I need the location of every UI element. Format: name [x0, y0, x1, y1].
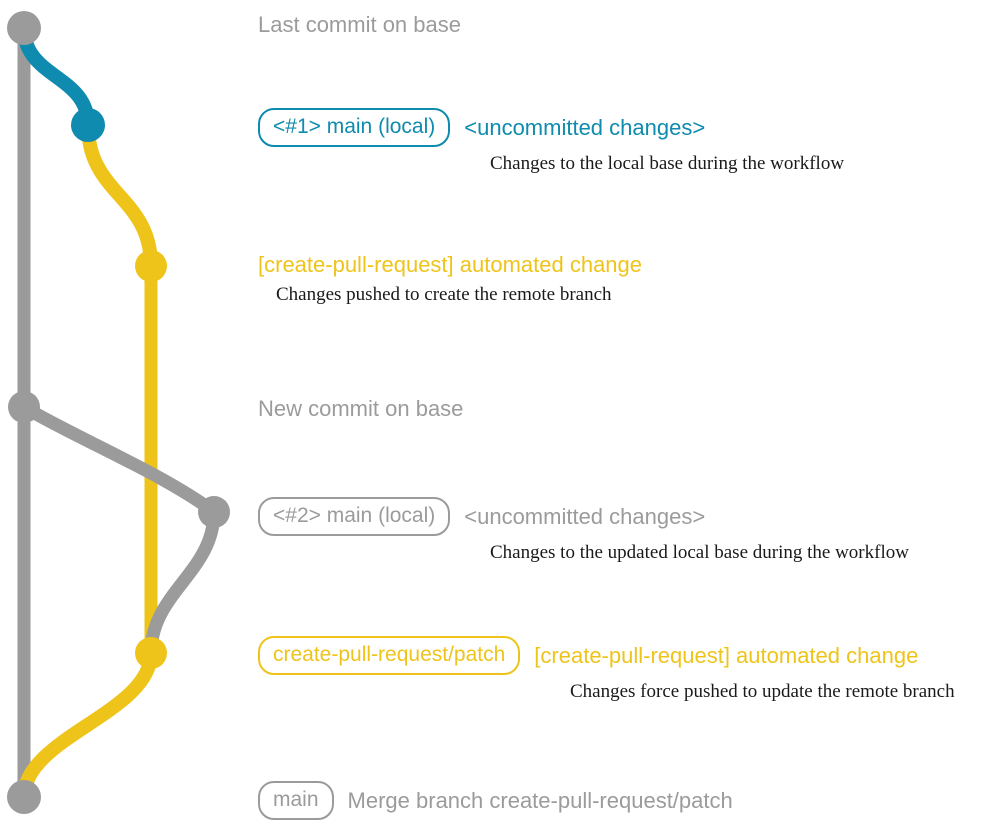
- commit-entry-headline: Last commit on base: [258, 12, 461, 38]
- commit-node-base-merge[interactable]: [7, 780, 41, 814]
- commit-node-base-last[interactable]: [7, 11, 41, 45]
- edge-local2-to-patch2: [144, 505, 221, 660]
- commit-entry-headline: [create-pull-request] automated change: [258, 252, 642, 278]
- commit-entry-automated-change-update: create-pull-request/patch [create-pull-r…: [258, 636, 955, 703]
- commit-entry-headline: <#2> main (local) <uncommitted changes>: [258, 497, 909, 536]
- edge-local1-to-patch1: [81, 118, 158, 273]
- commit-entry-headline: create-pull-request/patch [create-pull-r…: [258, 636, 955, 675]
- commit-node-patch-1[interactable]: [135, 250, 167, 282]
- commit-note: Changes force pushed to update the remot…: [570, 681, 955, 702]
- branch-chip-main[interactable]: main: [258, 781, 334, 820]
- commit-entry-local-uncommitted-1: <#1> main (local) <uncommitted changes> …: [258, 108, 844, 175]
- commit-node-base-new[interactable]: [8, 391, 40, 423]
- commit-node-local-2[interactable]: [198, 496, 230, 528]
- branch-chip-create-pull-request-patch[interactable]: create-pull-request/patch: [258, 636, 521, 675]
- edge-basenew-to-local2: [17, 400, 221, 519]
- commit-entry-automated-change-create: [create-pull-request] automated change C…: [258, 252, 642, 306]
- branch-chip-local-1[interactable]: <#1> main (local): [258, 108, 451, 147]
- commit-subject: [create-pull-request] automated change: [534, 642, 919, 668]
- commit-entry-merge-commit: main Merge branch create-pull-request/pa…: [258, 781, 733, 820]
- commit-subject: Last commit on base: [258, 12, 461, 37]
- commit-note: Changes to the local base during the wor…: [490, 153, 845, 174]
- commit-note: Changes pushed to create the remote bran…: [276, 284, 612, 305]
- commit-entry-headline: <#1> main (local) <uncommitted changes>: [258, 108, 844, 147]
- commit-subject: Merge branch create-pull-request/patch: [347, 787, 733, 813]
- commit-entry-headline: main Merge branch create-pull-request/pa…: [258, 781, 733, 820]
- commit-entry-new-commit-on-base: New commit on base: [258, 396, 463, 422]
- commit-entry-last-commit-on-base: Last commit on base: [258, 12, 461, 38]
- commit-subject: <uncommitted changes>: [464, 114, 706, 140]
- branch-chip-local-2[interactable]: <#2> main (local): [258, 497, 451, 536]
- commit-subject: [create-pull-request] automated change: [258, 252, 643, 277]
- commit-node-local-1[interactable]: [71, 108, 105, 142]
- edge-patch2-to-merge: [17, 646, 158, 804]
- commit-subject: New commit on base: [258, 396, 464, 421]
- commit-subject: <uncommitted changes>: [464, 503, 706, 529]
- edge-base-to-local1: [17, 21, 95, 132]
- commit-entry-local-uncommitted-2: <#2> main (local) <uncommitted changes> …: [258, 497, 909, 564]
- commit-node-patch-2[interactable]: [135, 637, 167, 669]
- commit-entry-headline: New commit on base: [258, 396, 463, 422]
- commit-graph: [7, 11, 230, 814]
- commit-note: Changes to the updated local base during…: [490, 542, 909, 563]
